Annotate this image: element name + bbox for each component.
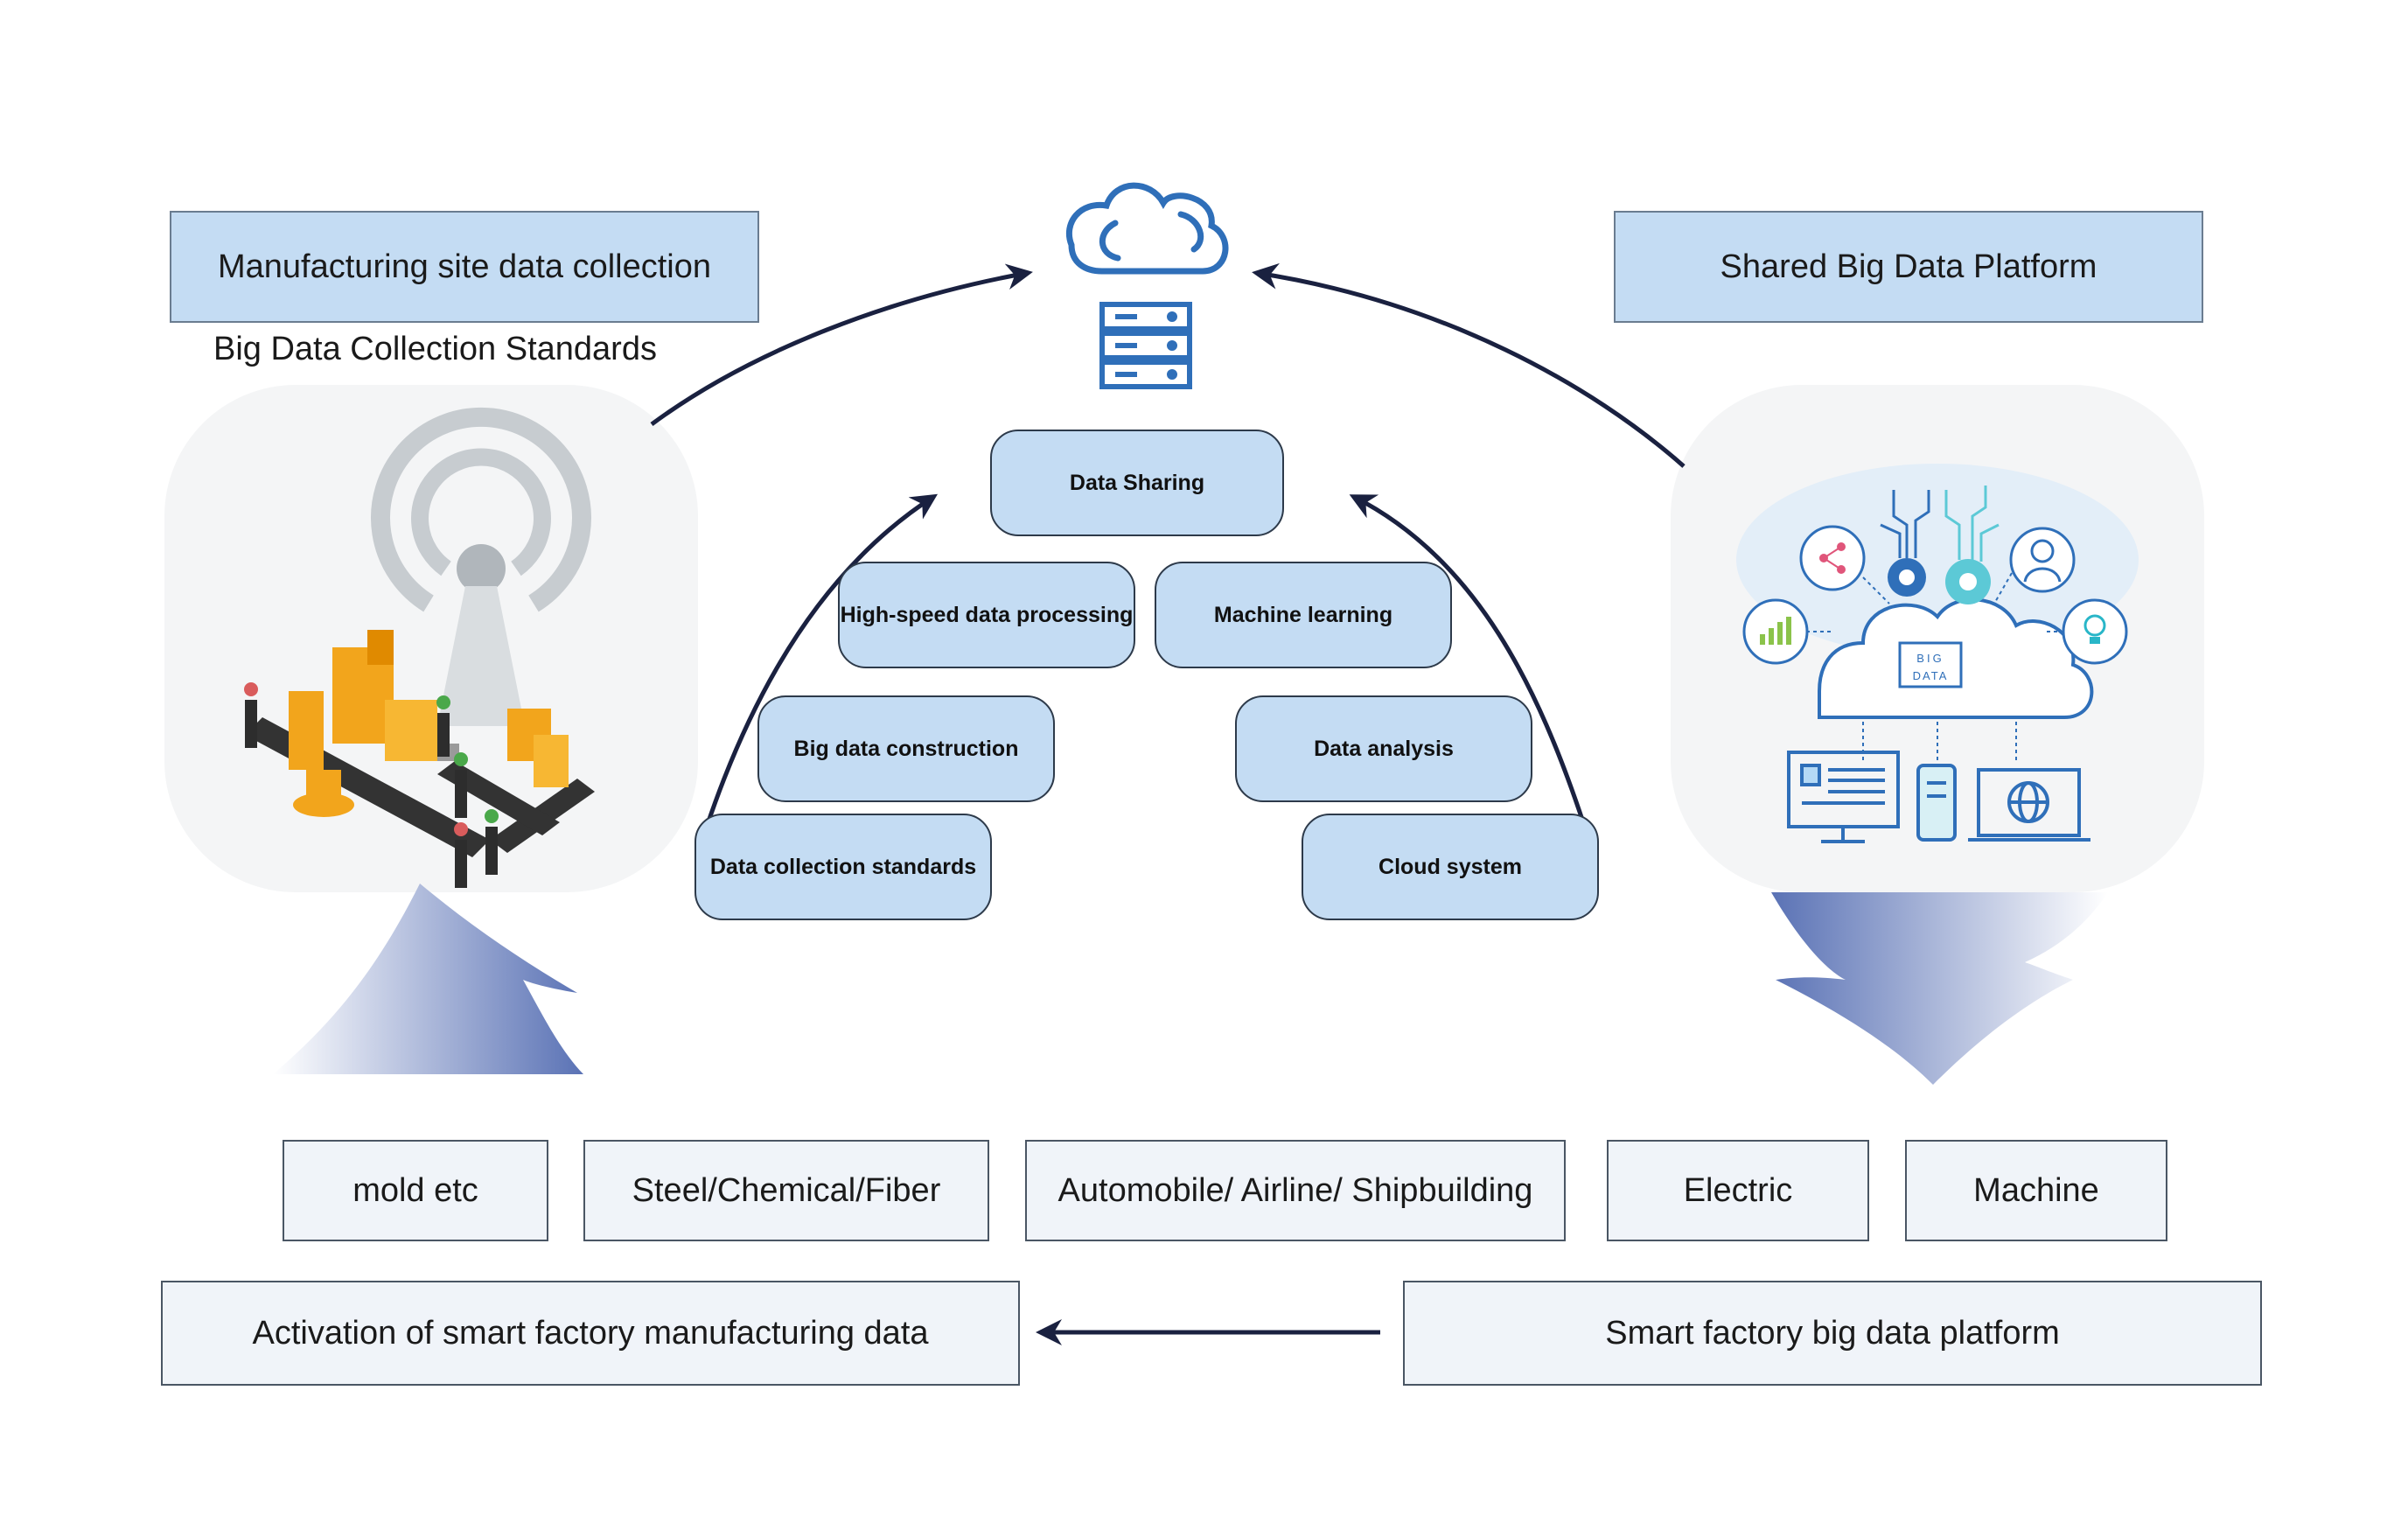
phone-icon <box>1916 764 1957 842</box>
pill-data-analysis-label: Data analysis <box>1314 736 1454 761</box>
pill-big-data-construction-label: Big data construction <box>793 736 1019 761</box>
pill-cloud-system: Cloud system <box>1302 814 1599 920</box>
gradient-arrow-down-right <box>1771 892 2108 1085</box>
manufacturing-data-collection-box: Manufacturing site data collection <box>170 211 759 323</box>
industry-steel-label: Steel/Chemical/Fiber <box>632 1171 941 1209</box>
arrow-right-inner <box>1349 494 1586 823</box>
shared-big-data-platform-box: Shared Big Data Platform <box>1614 211 2203 323</box>
activation-smart-factory-box: Activation of smart factory manufacturin… <box>161 1281 1020 1386</box>
industry-machine-label: Machine <box>1973 1171 2099 1209</box>
antenna-icon <box>371 407 591 726</box>
user-icon <box>2009 527 2076 593</box>
server-icon <box>1099 302 1192 389</box>
shared-big-data-platform-label: Shared Big Data Platform <box>1720 248 2097 285</box>
gear-icon <box>1880 486 2000 604</box>
pill-machine-learning-label: Machine learning <box>1213 602 1393 627</box>
pill-data-collection-standards-label: Data collection standards <box>709 854 977 879</box>
pill-big-data-construction: Big data construction <box>757 695 1055 802</box>
industry-automobile-airline-shipbuilding: Automobile/ Airline/ Shipbuilding <box>1025 1140 1566 1241</box>
manufacturing-data-collection-label: Manufacturing site data collection <box>218 248 711 285</box>
industry-steel-chemical-fiber: Steel/Chemical/Fiber <box>583 1140 989 1241</box>
factory-robot-icon <box>244 630 595 888</box>
chip-label-top: BIG <box>1916 652 1944 665</box>
pill-data-sharing-label: Data Sharing <box>1069 470 1205 495</box>
cloud-icon <box>1065 182 1229 275</box>
big-data-chip-overlay: DATA <box>1912 669 1949 682</box>
industry-automobile-label: Automobile/ Airline/ Shipbuilding <box>1057 1171 1533 1209</box>
arrow-left-to-cloud <box>650 263 1033 427</box>
industry-machine: Machine <box>1905 1140 2167 1241</box>
pill-machine-learning: Machine learning <box>1155 562 1452 668</box>
lightbulb-icon <box>2062 598 2128 665</box>
big-data-chip-icon: BIG <box>1898 641 1963 688</box>
smart-factory-platform-label: Smart factory big data platform <box>1605 1314 2060 1352</box>
industry-mold: mold etc <box>283 1140 548 1241</box>
arrow-right-to-cloud <box>1252 262 1686 468</box>
connection-lines <box>1806 572 2064 761</box>
laptop-icon <box>1968 768 2090 842</box>
share-icon <box>1799 525 1866 591</box>
big-data-cloud-illustration: BIG <box>1736 464 2139 843</box>
industry-mold-label: mold etc <box>352 1171 478 1209</box>
pill-high-speed-label: High-speed data processing <box>840 602 1134 627</box>
arrow-left-inner <box>704 493 939 828</box>
pill-data-analysis: Data analysis <box>1235 695 1532 802</box>
pill-data-collection-standards: Data collection standards <box>694 814 992 920</box>
industry-electric-label: Electric <box>1683 1171 1793 1209</box>
gradient-arrow-up-left <box>273 884 583 1074</box>
activation-smart-factory-label: Activation of smart factory manufacturin… <box>252 1314 929 1352</box>
pill-cloud-system-label: Cloud system <box>1378 854 1522 879</box>
pill-high-speed-data-processing: High-speed data processing <box>838 562 1135 668</box>
big-data-collection-standards-caption: Big Data Collection Standards <box>213 331 657 367</box>
pill-data-sharing: Data Sharing <box>990 430 1284 536</box>
smart-factory-platform-box: Smart factory big data platform <box>1403 1281 2262 1386</box>
desktop-icon <box>1787 751 1900 843</box>
industry-electric: Electric <box>1607 1140 1869 1241</box>
chart-icon <box>1742 598 1809 665</box>
